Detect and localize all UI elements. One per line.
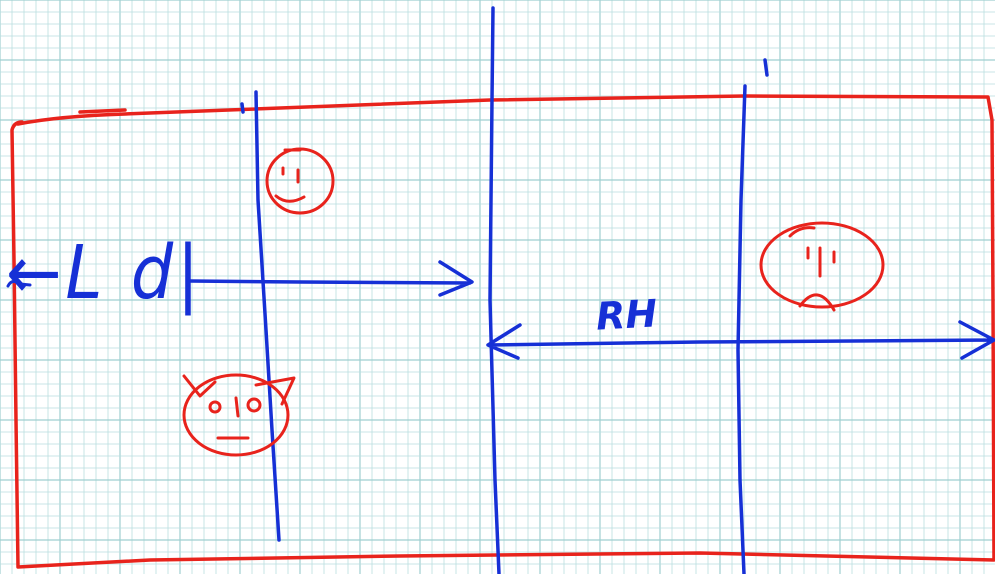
blue-left-edge-arrow bbox=[6, 279, 32, 288]
smiley-face-icon bbox=[265, 147, 335, 215]
blue-double-arrow bbox=[486, 320, 995, 360]
frowning-face-icon bbox=[759, 221, 885, 312]
red-rectangle-outline bbox=[10, 94, 995, 569]
blue-arrow-right bbox=[188, 260, 474, 297]
blue-vertical-line-right bbox=[736, 58, 769, 574]
blue-vertical-line-left bbox=[240, 90, 281, 542]
right-hand-label: RH bbox=[594, 291, 659, 339]
cat-face-icon bbox=[182, 373, 296, 457]
left-hand-label: ←L d| bbox=[6, 230, 203, 316]
blue-vertical-line-center bbox=[488, 6, 501, 574]
